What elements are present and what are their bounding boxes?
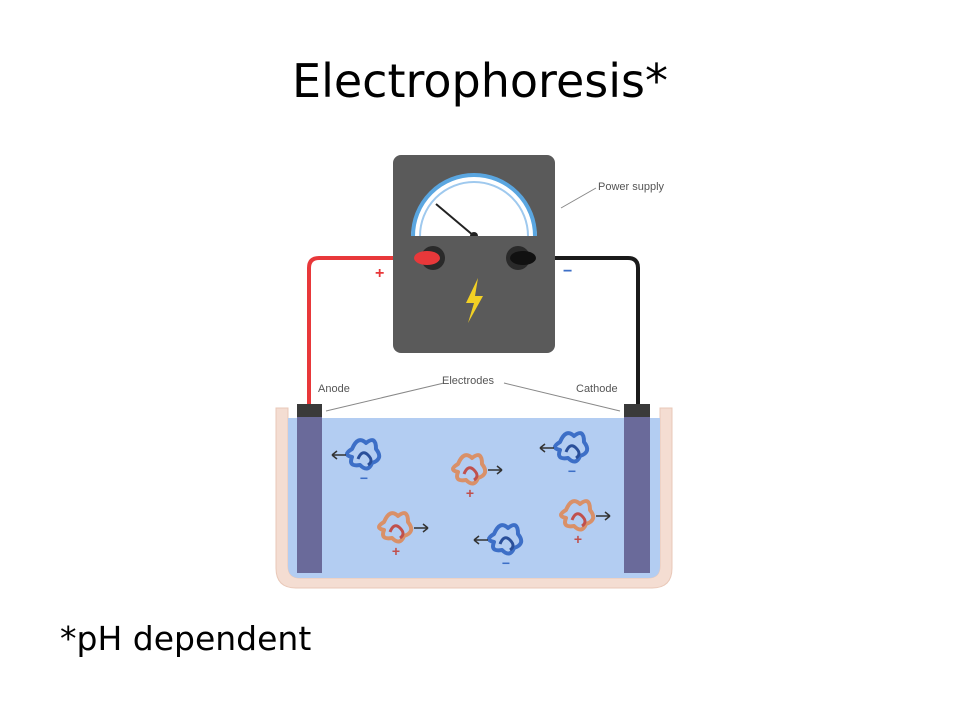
- lightning-bolt-icon: [466, 278, 483, 323]
- anode-electrode: [297, 404, 322, 573]
- migration-arrow-right: [488, 465, 503, 475]
- protein-coil: [559, 499, 596, 532]
- migration-arrow-left: [539, 443, 554, 453]
- positive-wire: [307, 256, 418, 404]
- protein-particle-positive: +: [377, 511, 429, 559]
- particle-charge-sign: −: [502, 555, 510, 571]
- gauge-face: [411, 175, 537, 238]
- power-supply-label: Power supply: [598, 181, 665, 193]
- protein-coil: [377, 511, 414, 544]
- particle-charge-sign: +: [392, 543, 400, 559]
- migration-arrow-right: [596, 511, 611, 521]
- particle-charge-sign: −: [568, 463, 576, 479]
- negative-wire: [530, 256, 640, 404]
- protein-particle-negative: −: [539, 431, 590, 479]
- migration-arrow-left: [473, 535, 488, 545]
- negative-terminal-sign: −: [563, 263, 572, 280]
- protein-coil-inner: [356, 451, 373, 467]
- protein-particle-positive: +: [451, 453, 503, 501]
- protein-coil-inner: [388, 524, 405, 540]
- protein-particle-positive: +: [559, 499, 611, 547]
- power-supply: [393, 155, 555, 353]
- positive-terminal-sign: +: [375, 265, 384, 282]
- migration-arrow-right: [414, 523, 429, 533]
- protein-coil: [345, 438, 382, 471]
- electrodes-label: Electrodes: [442, 375, 494, 387]
- particle-charge-sign: +: [574, 531, 582, 547]
- protein-coil-inner: [564, 444, 581, 460]
- electrodes-leader-left: [325, 382, 445, 412]
- cathode-electrode: [624, 404, 650, 573]
- power-supply-leader: [560, 187, 597, 209]
- particle-charge-sign: −: [360, 470, 368, 486]
- protein-coil: [451, 453, 488, 486]
- protein-coil: [487, 523, 524, 556]
- slide-title: Electrophoresis*: [292, 54, 668, 108]
- protein-particles: − + − + − +: [331, 431, 611, 571]
- positive-plug: [414, 251, 440, 265]
- protein-particle-negative: −: [331, 438, 382, 486]
- protein-particle-negative: −: [473, 523, 524, 571]
- gauge-scale-inner: [419, 181, 529, 237]
- migration-arrow-left: [331, 450, 346, 460]
- protein-coil-inner: [498, 536, 515, 552]
- gauge-scale: [411, 173, 537, 237]
- protein-coil-inner: [570, 512, 587, 528]
- cathode-label: Cathode: [576, 383, 618, 395]
- footnote: *pH dependent: [60, 619, 312, 658]
- gauge-needle: [435, 203, 475, 237]
- anode-label: Anode: [318, 383, 350, 395]
- particle-charge-sign: +: [466, 485, 474, 501]
- negative-plug: [510, 251, 536, 265]
- protein-coil: [553, 431, 590, 464]
- protein-coil-inner: [462, 466, 479, 482]
- electrodes-leader-right: [503, 382, 621, 412]
